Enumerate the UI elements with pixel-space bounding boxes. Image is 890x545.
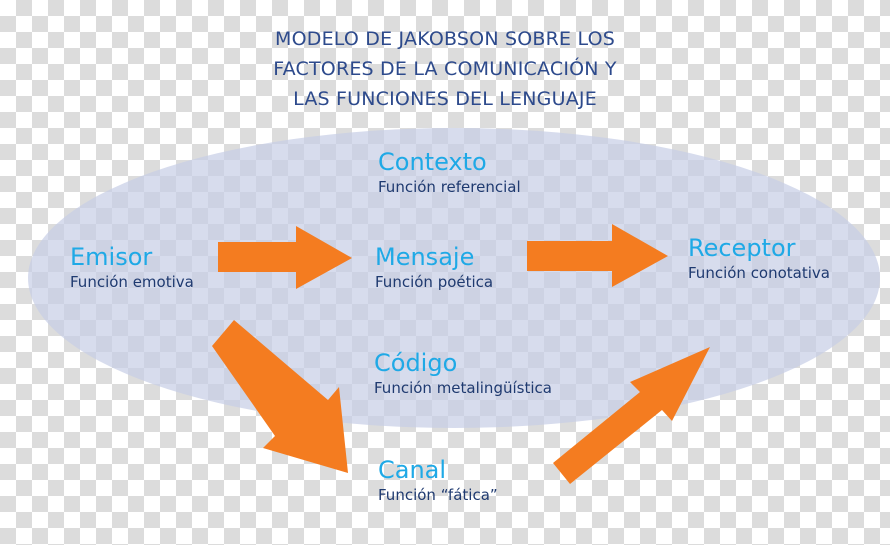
emisor-function: Función emotiva	[70, 273, 194, 291]
mensaje-label: Mensaje	[375, 243, 475, 271]
title-line-1: MODELO DE JAKOBSON SOBRE LOS	[275, 28, 615, 50]
contexto-function: Función referencial	[378, 178, 521, 196]
canal-label: Canal	[378, 456, 447, 484]
mensaje-function: Función poética	[375, 273, 494, 291]
title-line-3: LAS FUNCIONES DEL LENGUAJE	[293, 88, 597, 110]
arrow-mensaje-receptor	[527, 224, 668, 287]
arrow-emisor-canal	[212, 320, 348, 473]
receptor-label: Receptor	[688, 234, 796, 262]
emisor-label: Emisor	[70, 243, 153, 271]
codigo-label: Código	[374, 349, 458, 377]
codigo-function: Función metalingüística	[374, 379, 552, 397]
contexto-label: Contexto	[378, 148, 487, 176]
node-contexto: Contexto Función referencial	[378, 147, 521, 197]
arrow-canal-receptor	[553, 347, 710, 484]
receptor-function: Función conotativa	[688, 264, 830, 282]
node-mensaje: Mensaje Función poética	[375, 242, 493, 292]
arrow-emisor-mensaje	[218, 226, 352, 289]
background-ellipse	[28, 128, 880, 428]
diagram-title: MODELO DE JAKOBSON SOBRE LOS FACTORES DE…	[230, 24, 660, 114]
title-line-2: FACTORES DE LA COMUNICACIÓN Y	[273, 58, 617, 80]
node-emisor: Emisor Función emotiva	[70, 242, 194, 292]
node-receptor: Receptor Función conotativa	[688, 233, 830, 283]
canal-function: Función “fática”	[378, 486, 498, 504]
node-canal: Canal Función “fática”	[378, 455, 498, 505]
node-codigo: Código Función metalingüística	[374, 348, 552, 398]
